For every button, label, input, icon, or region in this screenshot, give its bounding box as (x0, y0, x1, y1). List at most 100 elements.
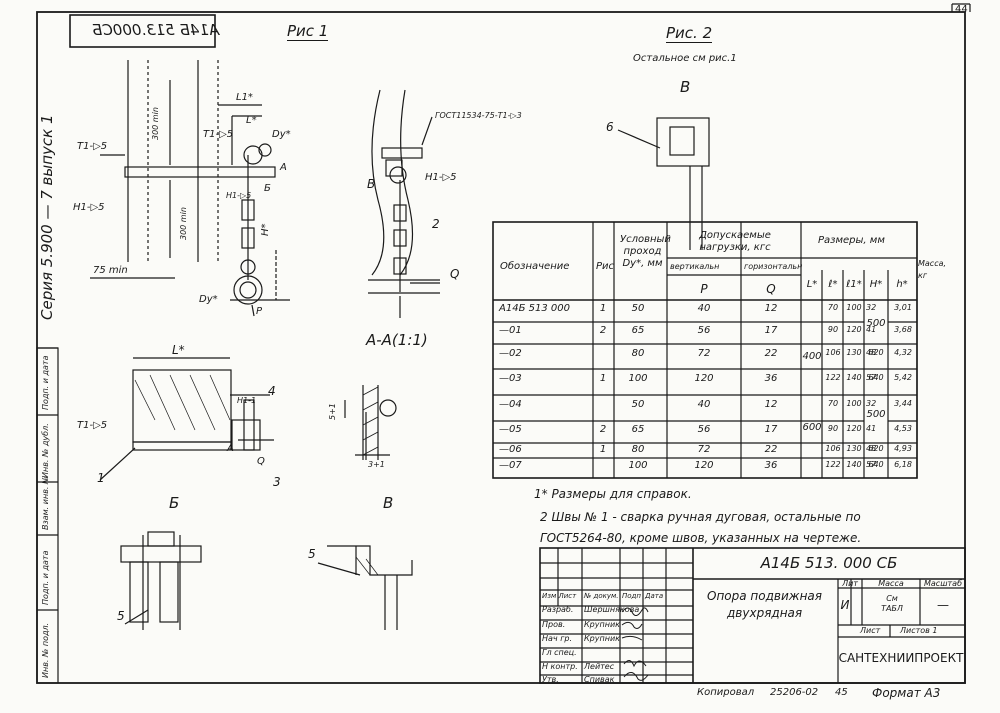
signoff-name: Крупник (584, 620, 620, 629)
signoff-name: Шершнякова (584, 605, 640, 614)
table-l-group-400: 400 (802, 351, 822, 362)
signoff-name: № докум. (584, 592, 619, 600)
bottom-view-caption: Б (169, 494, 180, 512)
th-fig: Рис (596, 261, 615, 272)
table-cell-l1: 140 (846, 373, 862, 382)
signoff-role: Разраб. (542, 605, 574, 614)
fig2-title: Рис. 2 (666, 24, 713, 43)
bottom-view-q: Q (257, 456, 265, 467)
table-cell-h: 57 (866, 460, 877, 469)
signoff-name: Спивак (584, 675, 615, 684)
bottom-view-weld-h1: Н1-1 (237, 396, 257, 405)
title-sheet-label: Лист (860, 626, 881, 635)
signoff-name: Лейтес (584, 662, 615, 671)
table-cell-P: 72 (697, 444, 711, 455)
table-cell-H: 640 (868, 373, 884, 382)
side-view-q: Q (450, 267, 460, 281)
fig1-dim-300-bottom: 300 min (179, 207, 188, 240)
table-cell-fig: 2 (599, 424, 607, 435)
signoff-role: Пров. (542, 620, 566, 629)
table-cell-fig: 1 (599, 303, 607, 314)
table-cell-l: 70 (827, 399, 839, 408)
signoff-role: Н контр. (542, 662, 578, 671)
title-mass-label: Масса (878, 579, 904, 588)
table-cell-dn: 80 (631, 348, 645, 359)
footer-number-2: 45 (835, 687, 848, 698)
title-mass-value: См ТАБЛ (881, 594, 903, 613)
fig1-p: P (256, 306, 263, 317)
table-cell-Q: 12 (764, 399, 778, 410)
table-cell-l1: 130 (846, 444, 862, 453)
fig1-l1: L1* (236, 92, 253, 103)
table-cell-l1: 100 (846, 303, 862, 312)
title-scale-label: Масштаб (923, 579, 963, 588)
fig1-b-mark: Б (264, 183, 271, 194)
table-cell-h: 32 (866, 399, 877, 408)
table-cell-h: 48 (866, 348, 877, 357)
table-cell-Q: 22 (764, 444, 778, 455)
table-cell-l: 90 (827, 325, 839, 334)
table-cell-dn: 50 (631, 399, 645, 410)
fig2-callout-6: 6 (606, 120, 614, 134)
title-lit-label: Лит (842, 579, 858, 588)
fig1-weld-t1-right: T1-▷5 (203, 129, 234, 140)
table-l-group-600: 600 (802, 422, 822, 433)
th-designation: Обозначение (500, 261, 570, 272)
table-cell-designation: —04 (499, 399, 522, 410)
note-2a: 2 Швы № 1 - сварка ручная дуговая, остал… (540, 510, 861, 524)
fig1-h: H* (260, 223, 271, 236)
table-cell-P: 56 (697, 325, 711, 336)
table-cell-h: 57 (866, 373, 877, 382)
table-cell-l1: 140 (846, 460, 862, 469)
th-l1: ℓ1* (846, 279, 862, 290)
bottom-view-lines (99, 357, 274, 481)
note-2b: ГОСТ5264-80, кроме швов, указанных на че… (540, 531, 862, 545)
table-cell-Q: 36 (764, 373, 778, 384)
table-cell-Q: 22 (764, 348, 778, 359)
strip-dup-no: Инв. № дубл. (41, 423, 50, 478)
table-cell-dn: 80 (631, 444, 645, 455)
signoff-sign: Подп (622, 592, 641, 600)
table-cell-l1: 120 (846, 424, 862, 433)
fig2-lines (617, 117, 710, 250)
table-cell-l: 106 (825, 444, 841, 453)
signoff-name: Крупник (584, 634, 620, 643)
th-l-small: ℓ* (828, 279, 838, 290)
table-cell-H: 620 (868, 444, 884, 453)
section-aa-lines (344, 385, 397, 460)
table-cell-designation: —03 (499, 373, 522, 384)
th-sizes: Размеры, мм (818, 235, 885, 246)
table-cell-h: 48 (866, 444, 877, 453)
fig1-weld-h1-left: H1-▷5 (73, 202, 105, 213)
th-q: Q (766, 282, 776, 296)
table-cell-P: 40 (697, 399, 711, 410)
th-h-small: h* (896, 279, 908, 290)
table-cell-dn: 100 (628, 373, 648, 384)
detail-v-lines (317, 545, 413, 630)
fig2-view-label: В (680, 78, 691, 96)
title-sheets-label: Листов 1 (900, 626, 938, 635)
table-cell-h: 41 (866, 424, 877, 433)
table-cell-l: 106 (825, 348, 841, 357)
table-cell-dn: 65 (631, 424, 645, 435)
table-cell-designation: —01 (499, 325, 522, 336)
table-cell-Q: 17 (764, 424, 778, 435)
th-p: P (700, 282, 708, 296)
title-name-2: двухрядная (727, 606, 803, 620)
bottom-view-callout-1: 1 (97, 471, 105, 485)
fig1-dim-300-top: 300 min (151, 107, 160, 140)
table-cell-Q: 12 (764, 303, 778, 314)
table-cell-l: 122 (825, 373, 841, 382)
table-cell-P: 72 (697, 348, 711, 359)
table-cell-l: 122 (825, 460, 841, 469)
side-view-callout-2: 2 (432, 217, 440, 231)
table-cell-designation: —02 (499, 348, 522, 359)
fig1-dim-75: 75 min (93, 265, 128, 276)
table-cell-h: 41 (866, 325, 877, 334)
th-h: H* (869, 279, 883, 290)
table-h-group-500a: 500 (866, 318, 886, 329)
table-cell-Q: 36 (764, 460, 778, 471)
footer-copied: Копировал (697, 687, 755, 698)
bottom-view-l: L* (172, 343, 185, 357)
